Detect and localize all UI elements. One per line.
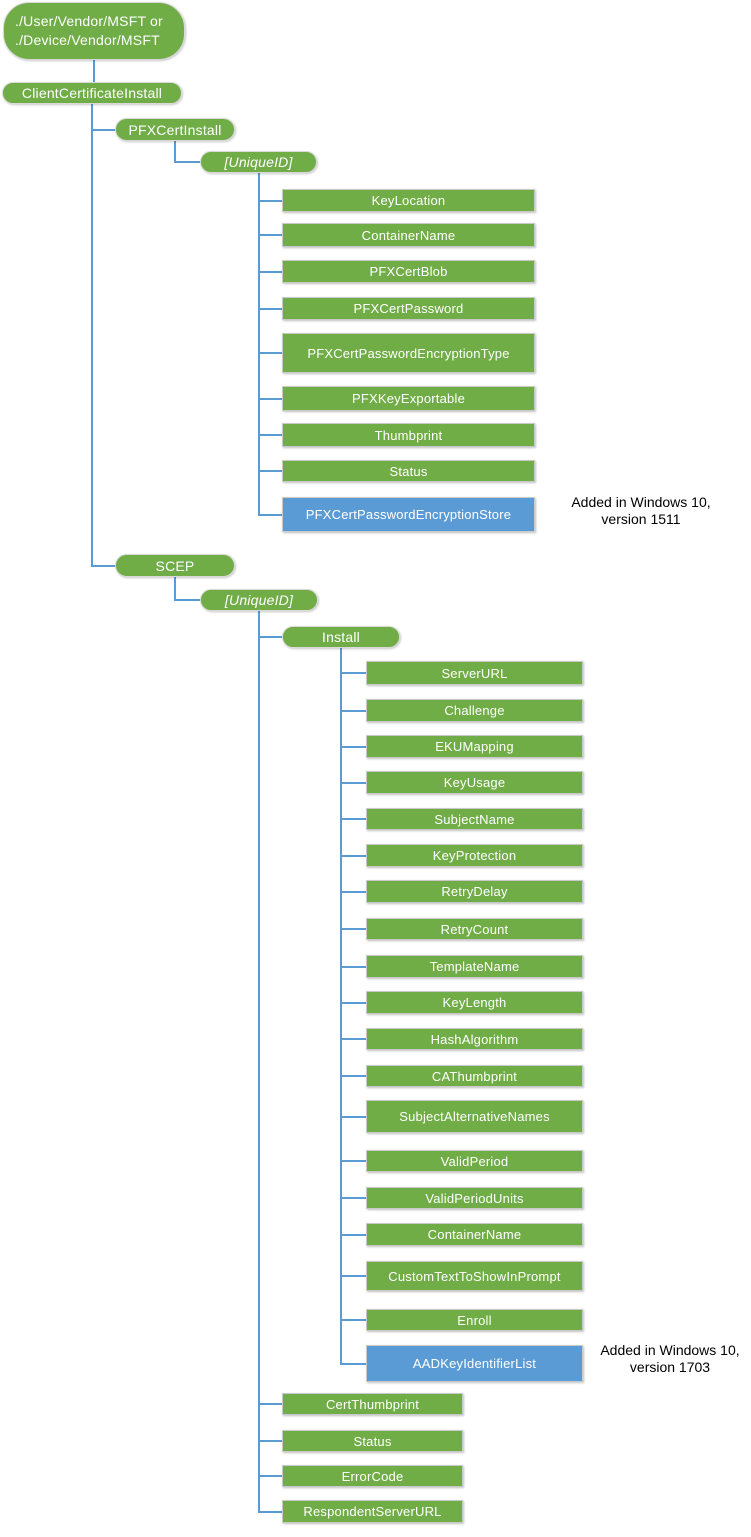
node-retrydelay: RetryDelay (366, 880, 583, 903)
connector-line (340, 855, 367, 857)
connector-line (91, 565, 116, 567)
node-pfxcertblob: PFXCertBlob (282, 260, 535, 283)
node-keylength: KeyLength (366, 991, 583, 1014)
node-subjectname: SubjectName (366, 808, 583, 830)
connector-line (174, 599, 201, 601)
node-keyprotection: KeyProtection (366, 844, 583, 867)
connector-line (340, 647, 342, 1365)
connector-line (258, 172, 260, 516)
connector-line (258, 234, 283, 236)
node-pfxcertpasswordencryptiontype: PFXCertPasswordEncryptionType (282, 333, 535, 373)
note-pfxcertpasswordencryptionstore: Added in Windows 10, version 1511 (571, 494, 711, 527)
connector-line (340, 1075, 367, 1077)
node-retrycount: RetryCount (366, 918, 583, 940)
connector-line (340, 1197, 367, 1199)
node-clientcertificateinstall: ClientCertificateInstall (2, 82, 182, 104)
connector-line (91, 103, 93, 567)
connector-line (93, 59, 95, 83)
node-enroll: Enroll (366, 1309, 583, 1331)
connector-line (258, 308, 283, 310)
connector-line (174, 161, 201, 163)
connector-line (258, 636, 283, 638)
node-uniqueid2: [UniqueID] (200, 589, 318, 611)
node-root: ./User/Vendor/MSFT or ./Device/Vendor/MS… (3, 2, 185, 60)
node-templatename: TemplateName (366, 955, 583, 978)
node-containername2: ContainerName (366, 1223, 583, 1246)
connector-line (340, 928, 367, 930)
node-scep: SCEP (115, 554, 235, 577)
node-install: Install (282, 626, 400, 648)
connector-line (340, 966, 367, 968)
connector-line (340, 746, 367, 748)
node-pfxcertpasswordencryptionstore: PFXCertPasswordEncryptionStore (282, 497, 535, 532)
connector-line (258, 610, 260, 1513)
node-validperiodunits: ValidPeriodUnits (366, 1187, 583, 1209)
node-status2: Status (282, 1430, 463, 1452)
node-validperiod: ValidPeriod (366, 1150, 583, 1172)
node-keyusage: KeyUsage (366, 771, 583, 794)
note-aadkeyidentifierlist: Added in Windows 10, version 1703 (600, 1342, 740, 1375)
connector-line (340, 1319, 367, 1321)
connector-line (258, 470, 283, 472)
node-hashalgorithm: HashAlgorithm (366, 1028, 583, 1050)
connector-line (340, 1234, 367, 1236)
connector-line (258, 398, 283, 400)
node-uniqueid1: [UniqueID] (200, 151, 317, 173)
node-pfxkeyexportable: PFXKeyExportable (282, 386, 535, 411)
node-pfxcertpassword: PFXCertPassword (282, 297, 535, 320)
node-ekumapping: EKUMapping (366, 735, 583, 758)
connector-line (340, 1002, 367, 1004)
node-certthumbprint: CertThumbprint (282, 1393, 463, 1415)
connector-line (258, 271, 283, 273)
node-subjectalternativenames: SubjectAlternativeNames (366, 1100, 583, 1133)
node-aadkeyidentifierlist: AADKeyIdentifierList (366, 1345, 583, 1382)
connector-line (258, 1403, 283, 1405)
connector-line (340, 1116, 367, 1118)
connector-line (340, 1275, 367, 1277)
connector-line (258, 1511, 283, 1513)
node-challenge: Challenge (366, 699, 583, 722)
connector-line (340, 1038, 367, 1040)
node-containername1: ContainerName (282, 223, 535, 247)
node-keylocation: KeyLocation (282, 189, 535, 212)
connector-line (258, 514, 283, 516)
node-customtexttoshowinprompt: CustomTextToShowInPrompt (366, 1261, 583, 1291)
connector-line (340, 710, 367, 712)
connector-line (258, 1475, 283, 1477)
connector-line (258, 200, 283, 202)
connector-line (91, 129, 116, 131)
connector-line (258, 1440, 283, 1442)
connector-line (340, 1160, 367, 1162)
node-serverurl: ServerURL (366, 661, 583, 685)
connector-line (258, 352, 283, 354)
node-status1: Status (282, 460, 535, 482)
connector-line (340, 891, 367, 893)
connector-line (340, 818, 367, 820)
node-pfxcertinstall: PFXCertInstall (115, 118, 235, 141)
connector-line (340, 672, 367, 674)
node-thumbprint: Thumbprint (282, 423, 535, 447)
connector-line (174, 576, 176, 601)
node-cathumbprint: CAThumbprint (366, 1065, 583, 1087)
connector-line (340, 782, 367, 784)
connector-line (174, 140, 176, 163)
node-respondentserverurl: RespondentServerURL (282, 1500, 463, 1523)
node-errorcode: ErrorCode (282, 1465, 463, 1487)
connector-line (258, 434, 283, 436)
connector-line (340, 1363, 367, 1365)
